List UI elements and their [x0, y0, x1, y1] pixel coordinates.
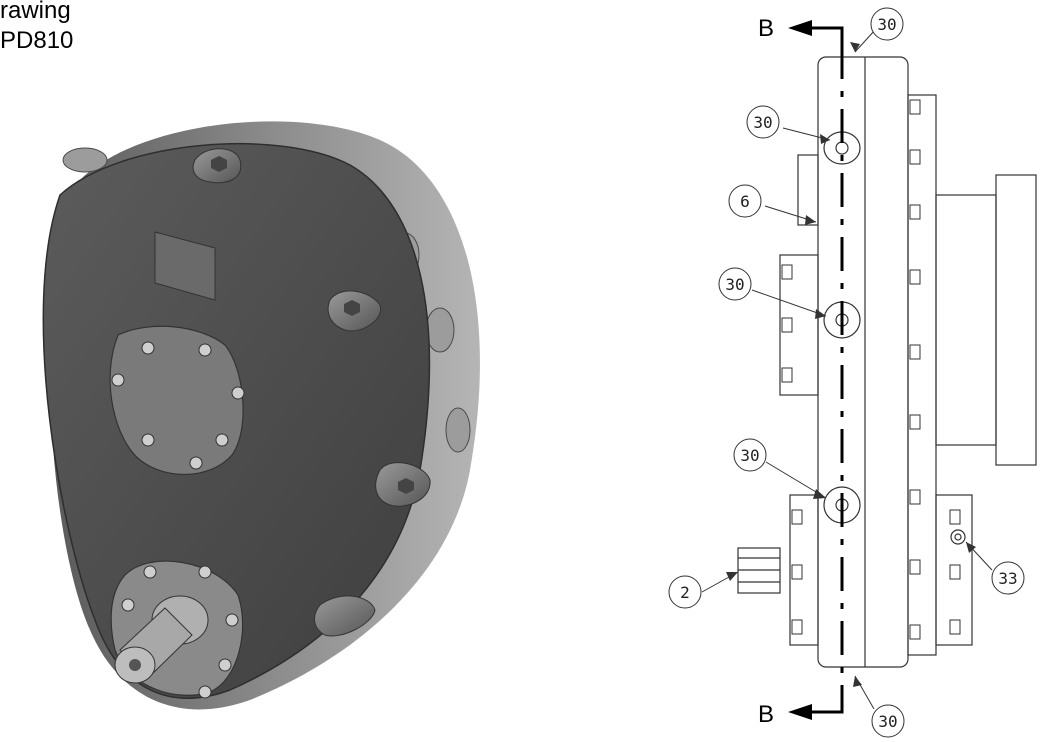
callout-top: 30: [870, 7, 904, 41]
isometric-gearbox-view: [42, 121, 480, 710]
face-bosses: [192, 148, 431, 637]
left-boss-upper: [797, 154, 819, 226]
callout-bubbles: 30 30 6 30 30 2 33 30: [668, 7, 1025, 738]
section-line-b: [788, 20, 844, 720]
callout-bottom: 30: [871, 704, 905, 738]
drawing-title-model: PD810: [0, 27, 74, 54]
callout-mid-plug: 30: [718, 267, 752, 301]
callout-33: 33: [991, 561, 1025, 595]
callout-6: 6: [728, 184, 762, 218]
callout-2: 2: [668, 575, 702, 609]
side-bolts: [781, 99, 961, 640]
svg-text:30: 30: [878, 712, 897, 731]
cover-plate-bolts: [111, 341, 245, 470]
side-view-drawing: B B 30 30 6: [668, 7, 1037, 738]
svg-text:6: 6: [740, 192, 750, 211]
right-lower-plate: [935, 494, 973, 646]
name-plate: [154, 231, 216, 301]
shaft-center-hole: [129, 659, 141, 671]
svg-text:30: 30: [740, 446, 759, 465]
svg-text:30: 30: [753, 113, 772, 132]
callout-upper-plug: 30: [746, 105, 780, 139]
left-cover-lower: [789, 494, 819, 646]
flange-bolts: [121, 565, 239, 699]
svg-text:30: 30: [877, 15, 896, 34]
drawing-title: rawing PD810: [0, 0, 73, 56]
svg-text:33: 33: [998, 569, 1017, 588]
section-label-bottom: B: [758, 701, 774, 728]
left-cover-plate: [779, 254, 819, 396]
svg-text:2: 2: [680, 583, 690, 602]
output-flange-side: [995, 174, 1037, 466]
callout-lower-plug: 30: [733, 438, 767, 472]
svg-text:30: 30: [725, 275, 744, 294]
right-hub: [935, 194, 997, 446]
callout-arrowheads: [726, 42, 976, 687]
drawing-title-line1: rawing: [0, 0, 71, 24]
section-label-top: B: [758, 15, 774, 42]
